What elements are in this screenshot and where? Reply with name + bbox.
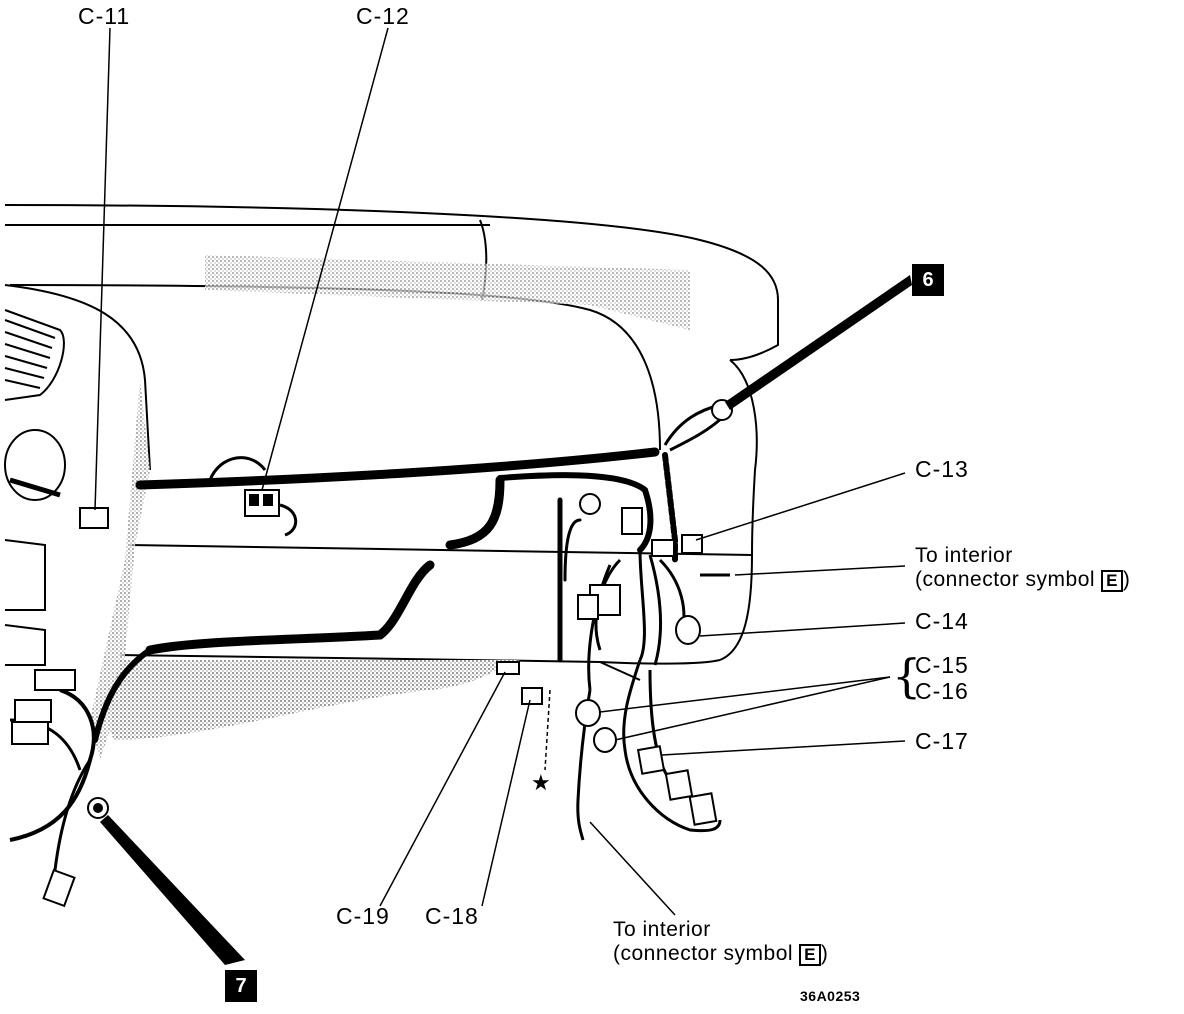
c11-connector xyxy=(79,507,109,529)
marker-6: 6 xyxy=(912,264,944,296)
c17-connector xyxy=(636,745,666,775)
left-vent xyxy=(4,309,65,401)
c18-connector xyxy=(521,687,543,705)
marker-7-pointer xyxy=(100,815,245,965)
c15-connector xyxy=(575,699,601,727)
interior-note-bottom-line1: To interior xyxy=(613,918,711,941)
connector-symbol-e: E xyxy=(799,944,821,967)
lower-panel-shading xyxy=(109,660,521,740)
label-c18: C-18 xyxy=(425,903,479,929)
label-c14: C-14 xyxy=(915,608,969,634)
dashboard-top-shading xyxy=(205,255,690,330)
connectors xyxy=(11,399,733,908)
label-c19: C-19 xyxy=(336,903,390,929)
label-c16: C-16 xyxy=(915,678,969,704)
connector-symbol-e: E xyxy=(1101,570,1123,593)
label-c12: C-12 xyxy=(356,3,410,29)
c16-connector xyxy=(593,727,617,753)
figure-code: 36A0253 xyxy=(800,988,861,1004)
leader-lines xyxy=(94,27,906,916)
label-c15: C-15 xyxy=(915,652,969,678)
left-slots xyxy=(4,539,46,666)
main-harness xyxy=(92,447,678,743)
right-bundle xyxy=(576,403,730,841)
left-dial xyxy=(4,429,66,501)
left-panel-shading xyxy=(90,380,150,760)
c14-connector xyxy=(675,615,701,645)
label-c13: C-13 xyxy=(915,456,969,482)
interior-note-right-line1: To interior xyxy=(915,544,1013,567)
star-marker: ★ xyxy=(531,770,552,795)
c13-connector xyxy=(681,534,703,554)
label-c11: C-11 xyxy=(78,3,131,29)
marker-6-pointer xyxy=(725,275,912,410)
marker-7: 7 xyxy=(225,970,257,1002)
c19-connector xyxy=(496,661,520,675)
label-c17: C-17 xyxy=(915,728,969,754)
c15-c16-brace: { xyxy=(892,649,922,703)
